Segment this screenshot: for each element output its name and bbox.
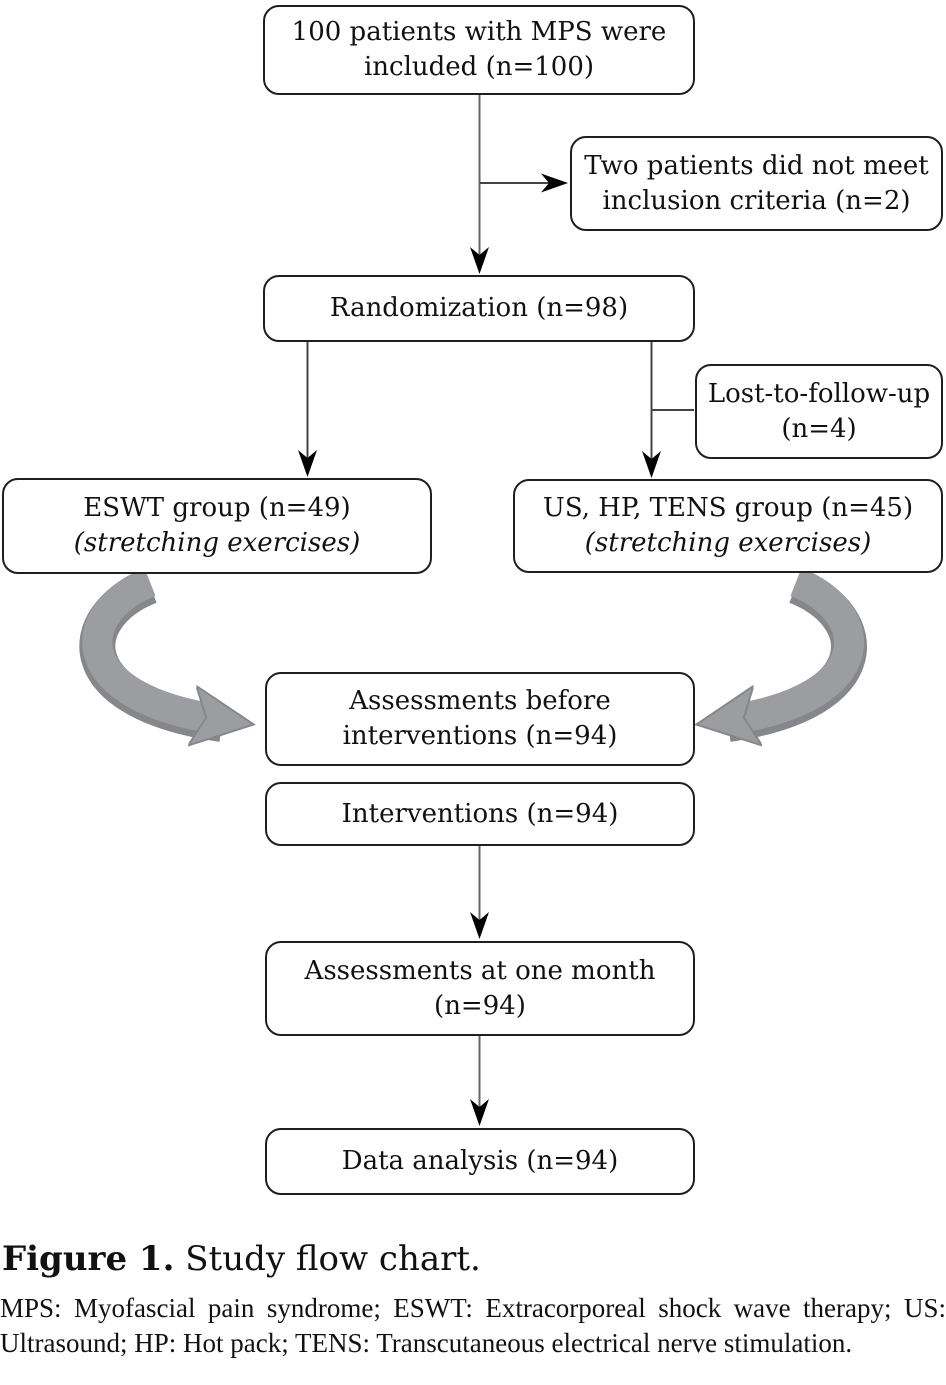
arrowhead-right-icon xyxy=(541,173,568,193)
node-text: Two patients did not meet xyxy=(584,150,929,181)
node-exclusion: Two patients did not meet inclusion crit… xyxy=(570,136,943,231)
node-text: inclusion criteria (n=2) xyxy=(602,185,911,216)
node-lost-to-follow-up: Lost-to-follow-up (n=4) xyxy=(695,364,943,459)
node-text: 100 patients with MPS were xyxy=(291,17,667,47)
node-text: interventions (n=94) xyxy=(342,721,618,751)
node-text: Assessments at one month xyxy=(304,955,656,986)
figure-caption: Figure 1. Study flow chart. xyxy=(2,1238,942,1280)
figure-caption-text: Study flow chart. xyxy=(174,1239,481,1279)
node-data-analysis: Data analysis (n=94) xyxy=(265,1128,695,1195)
node-assessments-one-month: Assessments at one month (n=94) xyxy=(265,941,695,1036)
node-randomization: Randomization (n=98) xyxy=(263,275,695,342)
node-text: (n=94) xyxy=(434,990,526,1021)
node-text: Data analysis (n=94) xyxy=(341,1146,619,1176)
node-assessments-before: Assessments before interventions (n=94) xyxy=(265,672,695,766)
arrowhead-down-icon xyxy=(642,451,661,478)
node-subtext: (stretching exercises) xyxy=(73,528,361,558)
node-subtext: (stretching exercises) xyxy=(584,528,872,558)
node-text: (n=4) xyxy=(781,413,857,444)
node-included: 100 patients with MPS were included (n=1… xyxy=(263,5,695,95)
curved-arrow-left xyxy=(82,568,222,720)
node-text: Interventions (n=94) xyxy=(341,798,619,829)
node-text: ESWT group (n=49) xyxy=(83,493,351,523)
node-us-hp-tens-group: US, HP, TENS group (n=45) (stretching ex… xyxy=(513,479,943,573)
arrowhead-down-icon xyxy=(470,247,489,274)
node-text: Randomization (n=98) xyxy=(329,293,629,323)
curved-arrow-right xyxy=(728,568,864,720)
arrowhead-down-icon xyxy=(470,912,489,939)
figure-footnote: MPS: Myofascial pain syndrome; ESWT: Ext… xyxy=(0,1293,946,1358)
node-eswt-group: ESWT group (n=49) (stretching exercises) xyxy=(2,478,432,574)
node-text: Lost-to-follow-up xyxy=(707,378,931,409)
node-text: US, HP, TENS group (n=45) xyxy=(542,493,914,523)
node-text: included (n=100) xyxy=(363,52,595,82)
arrowhead-down-icon xyxy=(470,1099,489,1126)
node-text: Assessments before xyxy=(349,686,611,716)
node-interventions: Interventions (n=94) xyxy=(265,782,695,846)
arrowhead-down-icon xyxy=(298,450,317,477)
figure-caption-label: Figure 1. xyxy=(2,1239,175,1279)
